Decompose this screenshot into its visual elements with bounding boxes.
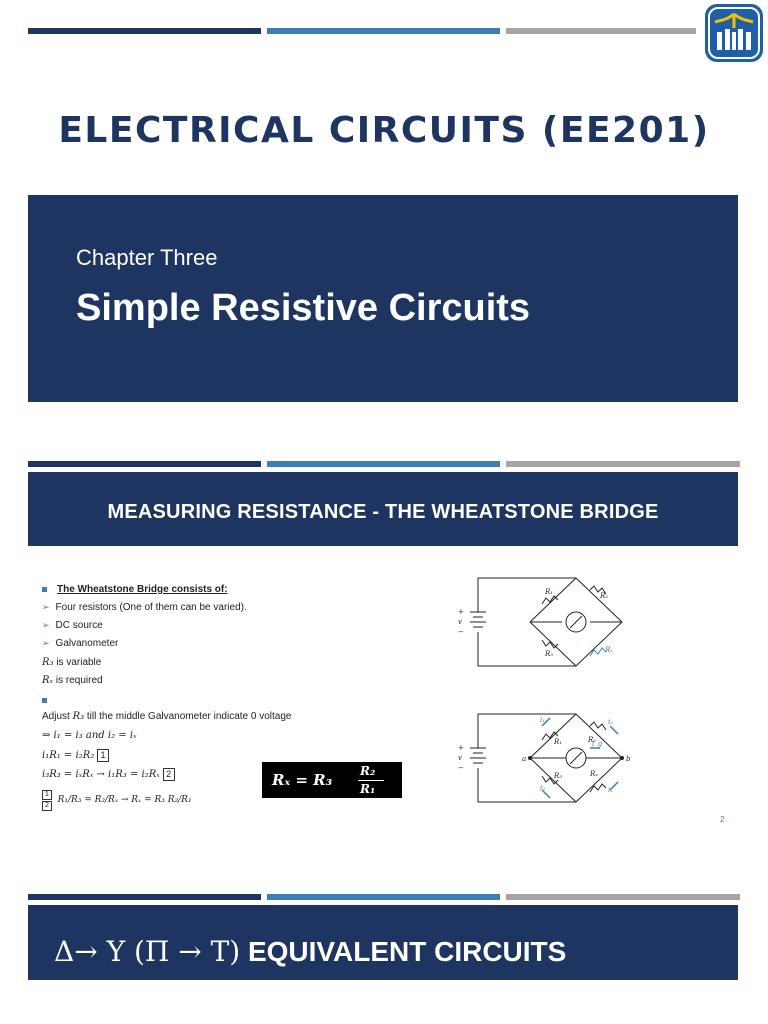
list-item: The Wheatstone Bridge consists of:	[42, 584, 228, 595]
accent-bar-blue	[267, 461, 500, 467]
svg-text:+: +	[458, 608, 464, 616]
svg-text:b: b	[626, 755, 631, 763]
svg-text:R₁: R₁	[553, 738, 562, 746]
label-r3: R₃	[544, 650, 553, 658]
slide-accent-bars	[28, 461, 740, 467]
course-title: ELECTRICAL CIRCUITS (EE201)	[58, 110, 710, 151]
svg-text:a: a	[522, 755, 526, 763]
svg-text:i₁: i₁	[540, 716, 545, 724]
svg-text:−: −	[458, 764, 464, 772]
svg-text:i₃: i₃	[540, 784, 545, 792]
wheatstone-formula-box: Rₓ = R₃ R₂ R₁	[262, 762, 402, 798]
accent-bar-navy	[28, 894, 261, 900]
page-number: 2	[720, 815, 725, 824]
label-r2: R₂	[599, 592, 608, 600]
label-rx: Rₓ	[604, 646, 613, 654]
equation-2: i₃R₃ = iₓRₓ → i₁R₃ = i₂Rₓ 2	[42, 768, 175, 781]
chapter-panel: Chapter Three Simple Resistive Circuits	[28, 195, 738, 402]
next-slide-header: Δ→ Y (Π → T) EQUIVALENT CIRCUITS	[28, 905, 738, 980]
svg-text:i_g: i_g	[592, 740, 603, 748]
svg-text:Rₓ: Rₓ	[589, 770, 598, 778]
accent-bar-navy	[28, 28, 261, 34]
next-slide-title: Δ→ Y (Π → T) EQUIVALENT CIRCUITS	[54, 935, 567, 968]
arrow-bullet-icon: ➢	[42, 638, 50, 648]
accent-bar-gray	[506, 894, 740, 900]
chapter-label: Chapter Three	[76, 245, 218, 270]
wheatstone-bridge-diagram: R₁ R₂ R₃ Rₓ + v −	[458, 577, 623, 667]
arrow-bullet-icon: ➢	[42, 602, 50, 612]
r3-note: R₃ is variable	[42, 657, 102, 668]
list-item: ➢Galvanometer	[42, 638, 119, 649]
list-item: ➢Four resistors (One of them can be vari…	[42, 602, 247, 613]
svg-text:v: v	[458, 618, 462, 626]
list-item	[42, 695, 57, 706]
svg-text:iₓ: iₓ	[608, 786, 613, 794]
svg-text:−: −	[458, 628, 464, 636]
accent-bar-blue	[267, 894, 500, 900]
label-r1: R₁	[544, 588, 553, 596]
svg-text:+: +	[458, 744, 464, 752]
svg-text:v: v	[458, 754, 462, 762]
top-accent-bars	[28, 28, 740, 34]
square-bullet-icon	[42, 586, 47, 592]
next-slide-accent-bars	[28, 894, 740, 900]
arrow-bullet-icon: ➢	[42, 620, 50, 630]
equation-1: i₁R₁ = i₂R₂ 1	[42, 749, 110, 762]
rx-note: Rₓ is required	[42, 675, 103, 686]
square-bullet-icon	[42, 697, 47, 703]
accent-bar-blue	[267, 28, 500, 34]
accent-bar-gray	[506, 28, 696, 34]
equation-ratio: 1 2 R₁/R₃ = R₂/Rₓ → Rₓ = R₃ R₂/R₁	[42, 789, 192, 811]
wheatstone-bridge-currents-diagram: R₁ R₂ R₃ Rₓ a b + v − i₁ i₂ i₃ iₓ i_g	[458, 713, 631, 803]
chapter-title: Simple Resistive Circuits	[76, 287, 531, 329]
accent-bar-gray	[506, 461, 740, 467]
slide-header: MEASURING RESISTANCE - THE WHEATSTONE BR…	[28, 472, 738, 546]
svg-text:R₃: R₃	[553, 772, 562, 780]
svg-text:i₂: i₂	[608, 718, 613, 726]
slide-header-title: MEASURING RESISTANCE - THE WHEATSTONE BR…	[107, 501, 659, 523]
list-item: ➢DC source	[42, 620, 103, 631]
university-logo-icon	[705, 4, 763, 62]
adjust-instruction: Adjust R₃ till the middle Galvanometer i…	[42, 711, 292, 722]
equation-currents: ⇒ i₁ = i₃ and i₂ = iₓ	[42, 730, 137, 741]
accent-bar-navy	[28, 461, 261, 467]
svg-text:R₂: R₂	[587, 736, 596, 744]
